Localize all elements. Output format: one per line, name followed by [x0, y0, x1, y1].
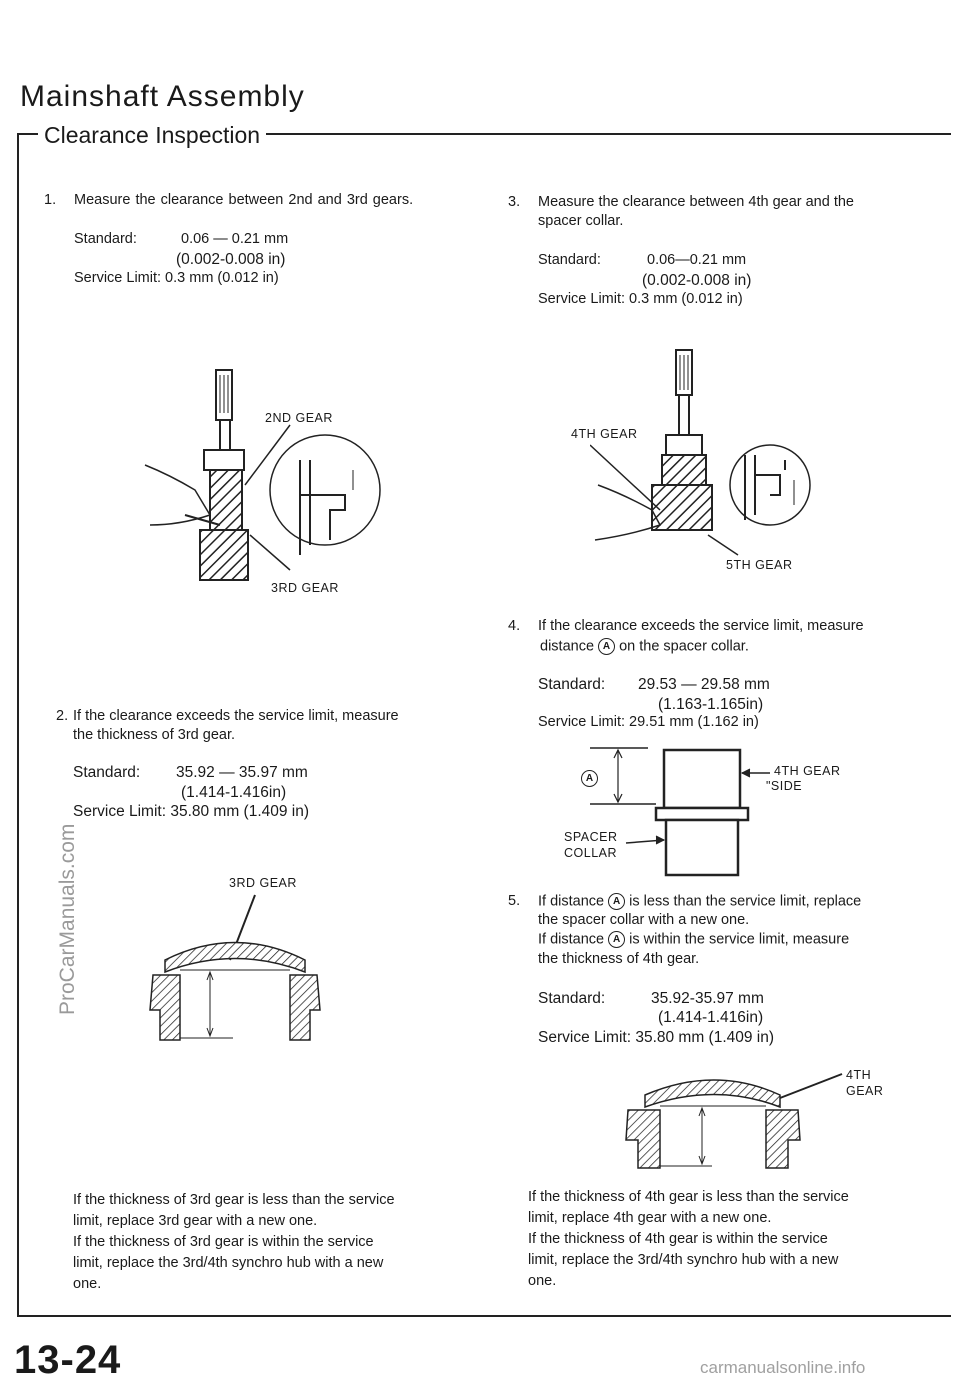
step2-number: 2.: [56, 708, 69, 724]
step2-standard-inches: (1.414-1.416in): [181, 784, 287, 801]
left-note-line3: If the thickness of 3rd gear is within t…: [73, 1234, 374, 1250]
right-note-line2: limit, replace 4th gear with a new one.: [528, 1210, 772, 1226]
marker-a-icon: A: [598, 638, 616, 655]
step4-line2: distance A on the spacer collar.: [540, 638, 749, 655]
page-title: Mainshaft Assembly: [20, 80, 305, 113]
step5-standard-inches: (1.414-1.416in): [658, 1009, 764, 1026]
step4-service-limit: Service Limit: 29.51 mm (1.162 in): [538, 714, 759, 730]
step5-line2: the spacer collar with a new one.: [538, 912, 750, 928]
step4-standard-value: 29.53 — 29.58 mm: [638, 676, 770, 693]
step3-standard-label: Standard:: [538, 252, 601, 268]
right-note-line5: one.: [528, 1273, 557, 1289]
step4-line1: If the clearance exceeds the service lim…: [538, 618, 864, 634]
step4-standard-inches: (1.163-1.165in): [658, 696, 764, 713]
step1-standard-inches: (0.002-0.008 in): [176, 251, 286, 268]
step5-line4: the thickness of 4th gear.: [538, 951, 700, 967]
fig4-marker: A: [581, 770, 598, 788]
fig3-label-4th-gear: 4TH GEAR: [571, 427, 638, 441]
watermark-side: ProCarManuals.com: [56, 823, 79, 1015]
left-note-line4: limit, replace the 3rd/4th synchro hub w…: [73, 1255, 384, 1271]
step4-standard-label: Standard:: [538, 676, 606, 693]
fig3-label-5th-gear: 5TH GEAR: [726, 558, 793, 572]
step4-number: 4.: [508, 618, 521, 634]
step5-line1: If distance A is less than the service l…: [538, 893, 861, 910]
page-number: 13-24: [14, 1338, 122, 1382]
step2-line2: the thickness of 3rd gear.: [73, 727, 236, 743]
step1-number: 1.: [44, 192, 57, 208]
step5-if-distance-2: If distance: [538, 931, 605, 948]
step5-line3: If distance A is within the service limi…: [538, 931, 849, 948]
marker-a-icon: A: [581, 770, 598, 788]
right-note-line3: If the thickness of 4th gear is within t…: [528, 1231, 828, 1247]
step2-line1: If the clearance exceeds the service lim…: [73, 708, 399, 724]
watermark-bottom: carmanualsonline.info: [700, 1358, 866, 1377]
fig5-label-4th: 4TH: [846, 1068, 872, 1082]
step5-standard-value: 35.92-35.97 mm: [651, 990, 764, 1007]
step4-line2-rest: on the spacer collar.: [619, 638, 749, 655]
step2-service-limit: Service Limit: 35.80 mm (1.409 in): [73, 803, 310, 820]
fig5-label-gear: GEAR: [846, 1084, 884, 1098]
left-note-line1: If the thickness of 3rd gear is less tha…: [73, 1192, 395, 1208]
step5-number: 5.: [508, 893, 521, 909]
step5-line3-rest: is within the service limit, measure: [629, 931, 850, 948]
marker-a-icon: A: [608, 931, 626, 948]
left-note-line5: one.: [73, 1276, 102, 1292]
fig1-label-3rd-gear: 3RD GEAR: [271, 581, 339, 595]
page-frame: [17, 133, 951, 1317]
right-note-line4: limit, replace the 3rd/4th synchro hub w…: [528, 1252, 839, 1268]
step5-service-limit: Service Limit: 35.80 mm (1.409 in): [538, 1029, 775, 1046]
step5-standard-label: Standard:: [538, 990, 606, 1007]
fig4-label-collar: COLLAR: [564, 846, 618, 860]
step4-distance-word: distance: [540, 638, 595, 655]
figure-spacer-collar-distance: [590, 747, 770, 877]
step5-if-distance: If distance: [538, 893, 605, 910]
section-subtitle: Clearance Inspection: [38, 122, 267, 149]
fig4-label-4th-gear: 4TH GEAR: [774, 764, 841, 778]
fig4-label-side: "SIDE: [766, 779, 803, 793]
marker-a-icon: A: [608, 893, 626, 910]
step3-line2: spacer collar.: [538, 213, 624, 229]
figure-4th-gear-thickness: [625, 1073, 843, 1169]
step3-standard-value: 0.06—0.21 mm: [647, 252, 747, 268]
left-note-line2: limit, replace 3rd gear with a new one.: [73, 1213, 318, 1229]
step3-line1: Measure the clearance between 4th gear a…: [538, 194, 854, 210]
step1-standard-value: 0.06 — 0.21 mm: [181, 231, 289, 247]
step5-line1-rest: is less than the service limit, replace: [629, 893, 862, 910]
step3-service-limit: Service Limit: 0.3 mm (0.012 in): [538, 291, 743, 307]
figure-3rd-gear-thickness: [149, 894, 321, 1041]
figure-2nd-3rd-gear-clearance: [144, 369, 381, 581]
step1-text: Measure the clearance between 2nd and 3r…: [74, 192, 414, 208]
step3-number: 3.: [508, 194, 521, 210]
step3-standard-inches: (0.002-0.008 in): [642, 272, 752, 289]
step1-service-limit: Service Limit: 0.3 mm (0.012 in): [74, 270, 279, 286]
step1-standard-label: Standard:: [74, 231, 137, 247]
step2-standard-label: Standard:: [73, 764, 141, 781]
figure-4th-gear-spacer-clearance: [590, 349, 811, 556]
right-note-line1: If the thickness of 4th gear is less tha…: [528, 1189, 849, 1205]
fig2-label-3rd-gear: 3RD GEAR: [229, 876, 297, 890]
fig4-label-spacer: SPACER: [564, 830, 618, 844]
step2-standard-value: 35.92 — 35.97 mm: [176, 764, 308, 781]
fig1-label-2nd-gear: 2ND GEAR: [265, 411, 333, 425]
